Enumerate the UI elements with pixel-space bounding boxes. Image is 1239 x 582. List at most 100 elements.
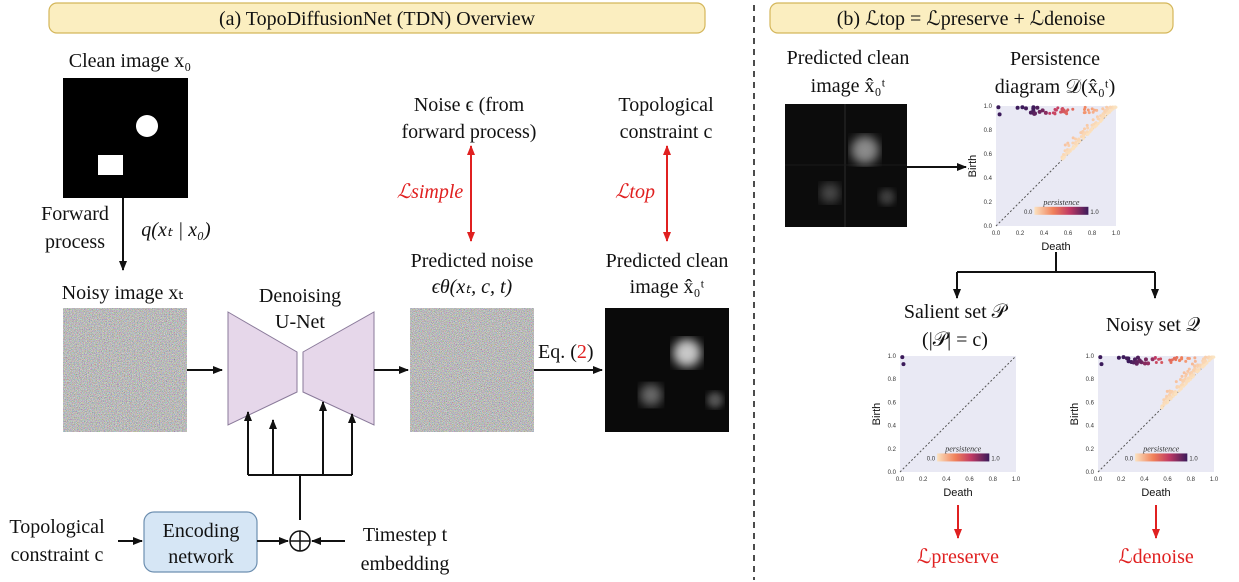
persistence-point [1121,355,1126,360]
persistence-point [1105,105,1109,109]
persistence-point [1168,358,1172,362]
x-tick-label: 0.0 [1094,477,1103,483]
salient-label-2: (|𝒫| = c) [922,329,988,351]
colorbar-max: 1.0 [1090,210,1099,216]
right-title: (b) ℒtop = ℒpreserve + ℒdenoise [837,8,1106,30]
predicted-noise-image [410,308,534,432]
persistence-point [1109,105,1113,109]
persistence-point [1082,127,1086,131]
persistence-diagram-salient: 0.00.00.20.20.40.40.60.60.80.81.01.0Deat… [871,354,1021,499]
persistence-point [1040,108,1045,113]
persistence-point [1212,355,1216,359]
persistence-point [1071,147,1075,151]
persistence-point [1083,105,1087,109]
persistence-point [1063,143,1067,147]
persistence-point [1188,371,1192,375]
persistence-point [1065,150,1069,154]
left-title: (a) TopoDiffusionNet (TDN) Overview [219,8,536,30]
y-tick-label: 0.2 [1086,447,1095,453]
persistence-point [1090,107,1094,111]
condition-branches [244,401,356,520]
encoding-label-2: network [168,546,234,568]
persistence-point [1126,359,1131,364]
colorbar-max: 1.0 [991,456,1000,462]
persistence-point [1157,357,1161,361]
persistence-point [1184,372,1188,376]
x-tick-label: 0.0 [896,477,905,483]
persistence-point [1168,396,1172,400]
persistence-point [1096,122,1100,126]
x-tick-label: 0.6 [1064,231,1073,237]
y-tick-label: 0.0 [984,224,993,230]
x-tick-label: 0.8 [1088,231,1097,237]
predicted-noise-label-1: Predicted noise [411,250,534,272]
y-tick-label: 0.8 [1086,377,1095,383]
persistence-point [1083,132,1087,136]
persistence-point [1074,137,1078,141]
persistence-point [1071,141,1075,145]
persistence-point [1061,157,1065,161]
colorbar-min: 0.0 [1125,456,1134,462]
topo-constraint-label-2: constraint c [620,121,713,143]
sum-node-icon [289,530,311,552]
y-axis-label: Birth [871,403,883,426]
y-axis-label: Birth [967,155,979,178]
noisy-set-label: Noisy set 𝒬 [1106,314,1201,336]
persistence-point [1020,105,1025,110]
persistence-point [1101,115,1105,119]
persistence-point [1173,392,1177,396]
persistence-point [1134,360,1139,365]
persistence-point [1183,383,1187,387]
persistence-point [1099,362,1104,367]
persistence-diagram-main: 0.00.00.20.20.40.40.60.60.80.81.01.0Deat… [967,104,1121,253]
persistence-point [1171,392,1175,396]
persistence-point [1196,363,1200,367]
timestep-label-2: embedding [361,553,450,575]
y-tick-label: 0.6 [888,400,897,406]
noisy-image [63,308,187,432]
right-predicted-label-1: Predicted clean [787,47,910,69]
persistence-point [1146,361,1151,366]
persistence-point [1135,355,1140,360]
colorbar [1034,206,1089,215]
persistence-point [1190,374,1194,378]
colorbar-min: 0.0 [927,456,936,462]
unet-label-2: U-Net [275,311,325,333]
persistence-point [1066,108,1070,112]
timestep-label-1: Timestep t [363,524,448,546]
persistence-point [1170,358,1174,362]
persistence-point [1168,391,1172,395]
y-tick-label: 0.6 [1086,400,1095,406]
persistence-point [1164,400,1168,404]
persistence-point [1165,394,1169,398]
persistence-point [1198,363,1202,367]
right-predicted-label-2: image x̂₀ᵗ [811,75,886,97]
x-tick-label: 0.8 [1187,477,1196,483]
x-tick-label: 1.0 [1012,477,1021,483]
persistence-point [996,105,1001,110]
persistence-point [1193,356,1197,360]
encoding-label-1: Encoding [163,520,240,542]
persistence-point [1071,107,1075,111]
persistence-point [1062,108,1066,112]
predicted-clean-label-1: Predicted clean [606,250,729,272]
y-tick-label: 0.0 [888,470,897,476]
persistence-point [1177,385,1181,389]
noisy-image-label: Noisy image xₜ [62,282,185,304]
persistence-point [1153,356,1157,360]
persistence-point [1187,367,1191,371]
persistence-point [900,355,905,360]
persistence-point [1015,105,1020,110]
persistence-point [1085,123,1089,127]
persistence-point [1090,127,1094,131]
x-tick-label: 0.6 [965,477,974,483]
persistence-point [1079,135,1083,139]
x-tick-label: 0.2 [1016,231,1025,237]
persistence-point [1067,148,1071,152]
persistence-point [1162,398,1166,402]
persistence-point [1054,108,1058,112]
topo-input-label-1: Topological [9,516,105,538]
loss-simple: ℒsimple [397,181,464,203]
topo-input-label-2: constraint c [11,544,104,566]
